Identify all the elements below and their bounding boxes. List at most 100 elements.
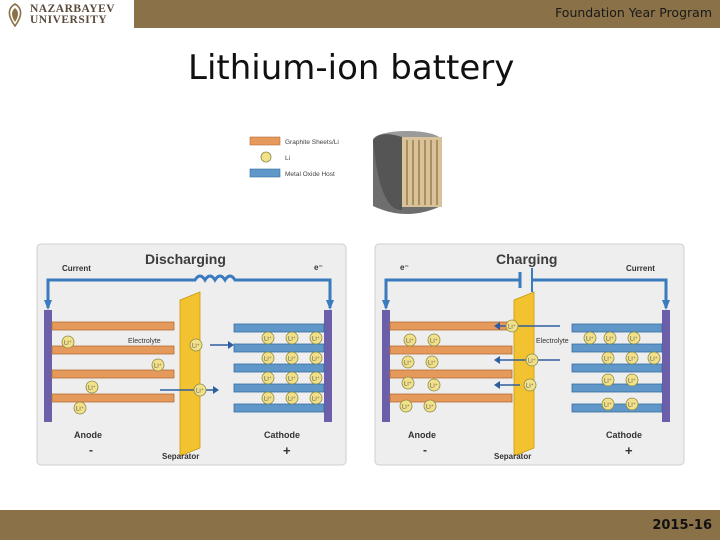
lithium-ion [285, 351, 299, 365]
charging-electron-label: e⁻ [400, 263, 409, 272]
discharging-separator-label: Separator [162, 452, 199, 461]
charging-cathode-label: Cathode [606, 430, 642, 440]
discharging-anode-sheets [51, 321, 175, 403]
logo-line-2: UNIVERSITY [30, 14, 108, 26]
university-logo: NAZARBAYEV UNIVERSITY [0, 0, 134, 30]
lithium-ion-label: Li⁺ [64, 340, 72, 347]
lithium-ion [399, 399, 413, 413]
lithium-ion-label: Li⁺ [628, 402, 636, 409]
lithium-ion-label: Li⁺ [402, 404, 410, 411]
lithium-ion [505, 319, 519, 333]
lithium-ion-label: Li⁺ [628, 378, 636, 385]
discharging-current-label: Current [62, 264, 91, 273]
lithium-ion [427, 333, 441, 347]
charging-separator-label: Separator [494, 452, 531, 461]
lithium-ion [625, 373, 639, 387]
lithium-ion-label: Li⁺ [404, 381, 412, 388]
discharging-anode-sign: - [89, 443, 93, 457]
charging-cathode-collector [662, 310, 670, 422]
lithium-ion [309, 331, 323, 345]
charging-anode-label: Anode [408, 430, 436, 440]
battery-cell-icon [373, 131, 442, 214]
legend-li-label: Li [285, 155, 290, 162]
lithium-ion [285, 371, 299, 385]
lithium-ion [85, 380, 99, 394]
lithium-ion-label: Li⁺ [528, 358, 536, 365]
lithium-ion-label: Li⁺ [604, 378, 612, 385]
lithium-ion-label: Li⁺ [406, 338, 414, 345]
lithium-ion [425, 355, 439, 369]
lithium-ion-label: Li⁺ [288, 356, 296, 363]
discharging-anode-label: Anode [74, 430, 102, 440]
lithium-ion-label: Li⁺ [430, 383, 438, 390]
lithium-ion [261, 371, 275, 385]
lithium-ion [151, 358, 165, 372]
diagram-legend: Graphite Sheets/Li Li Metal Oxide Host [249, 136, 339, 178]
lithium-ion-label: Li⁺ [154, 363, 162, 370]
lithium-ion [261, 391, 275, 405]
lithium-ion [523, 378, 537, 392]
discharging-cathode-sign: + [283, 443, 291, 458]
lithium-ion [583, 331, 597, 345]
lithium-ion-label: Li⁺ [404, 360, 412, 367]
lithium-ion-label: Li⁺ [426, 404, 434, 411]
legend-graphite-swatch [249, 136, 281, 146]
charging-panel: Charging e⁻ Current Electrolyte Anode - [374, 243, 685, 466]
year-label: 2015-16 [652, 518, 712, 533]
lithium-ion-label: Li⁺ [606, 336, 614, 343]
lithium-ion-label: Li⁺ [586, 336, 594, 343]
lithium-ion [401, 376, 415, 390]
lithium-ion-label: Li⁺ [88, 385, 96, 392]
crest-icon [8, 3, 22, 27]
lithium-ion [601, 351, 615, 365]
lithium-ion-label: Li⁺ [312, 376, 320, 383]
lithium-ion-label: Li⁺ [288, 376, 296, 383]
lithium-ion-label: Li⁺ [628, 356, 636, 363]
lithium-ion-label: Li⁺ [312, 336, 320, 343]
lithium-ion-label: Li⁺ [604, 356, 612, 363]
lithium-ion [189, 338, 203, 352]
lithium-ion [285, 391, 299, 405]
lithium-ion-label: Li⁺ [264, 396, 272, 403]
lithium-ion-label: Li⁺ [264, 356, 272, 363]
lithium-ion [601, 397, 615, 411]
lithium-ion [625, 351, 639, 365]
charging-separator [513, 291, 535, 457]
lithium-ion-label: Li⁺ [604, 402, 612, 409]
charging-anode-collector [382, 310, 390, 422]
charging-cathode-sheets [571, 323, 663, 413]
lithium-ion-label: Li⁺ [430, 338, 438, 345]
lithium-ion-label: Li⁺ [76, 406, 84, 413]
lithium-ion [309, 351, 323, 365]
lithium-ion-label: Li⁺ [630, 336, 638, 343]
discharging-cathode-label: Cathode [264, 430, 300, 440]
charging-electrolyte-label: Electrolyte [536, 338, 569, 345]
lithium-ion-label: Li⁺ [312, 396, 320, 403]
charging-cathode-sign: + [625, 443, 633, 458]
lithium-ion [525, 353, 539, 367]
discharging-electrolyte-label: Electrolyte [128, 338, 161, 345]
discharging-panel: Discharging Current e⁻ Electrolyte Anode [36, 243, 347, 466]
charging-title: Charging [496, 251, 557, 267]
discharging-cathode-sheets [233, 323, 325, 413]
lithium-ion-label: Li⁺ [288, 336, 296, 343]
lithium-ion [309, 371, 323, 385]
lithium-ion [261, 331, 275, 345]
charging-ions: Li⁺ Li⁺ Li⁺ Li⁺ Li⁺ Li⁺ Li⁺ Li⁺ Li⁺ Li⁺ Li⁺ Li⁺ Li⁺ L… [399, 319, 661, 413]
legend-metal-oxide-label: Metal Oxide Host [285, 171, 335, 178]
lithium-ion [309, 391, 323, 405]
lithium-ion [627, 331, 641, 345]
page-title: Lithium-ion battery [188, 48, 515, 88]
lithium-ion-label: Li⁺ [428, 360, 436, 367]
lithium-ion-label: Li⁺ [526, 383, 534, 390]
legend-li-swatch [260, 151, 272, 163]
lithium-ion-label: Li⁺ [288, 396, 296, 403]
lithium-ion-label: Li⁺ [508, 324, 516, 331]
program-label: Foundation Year Program [555, 5, 712, 20]
lithium-ion [401, 355, 415, 369]
lithium-ion [647, 351, 661, 365]
lithium-ion [261, 351, 275, 365]
lithium-ion [427, 378, 441, 392]
lithium-ion [423, 399, 437, 413]
